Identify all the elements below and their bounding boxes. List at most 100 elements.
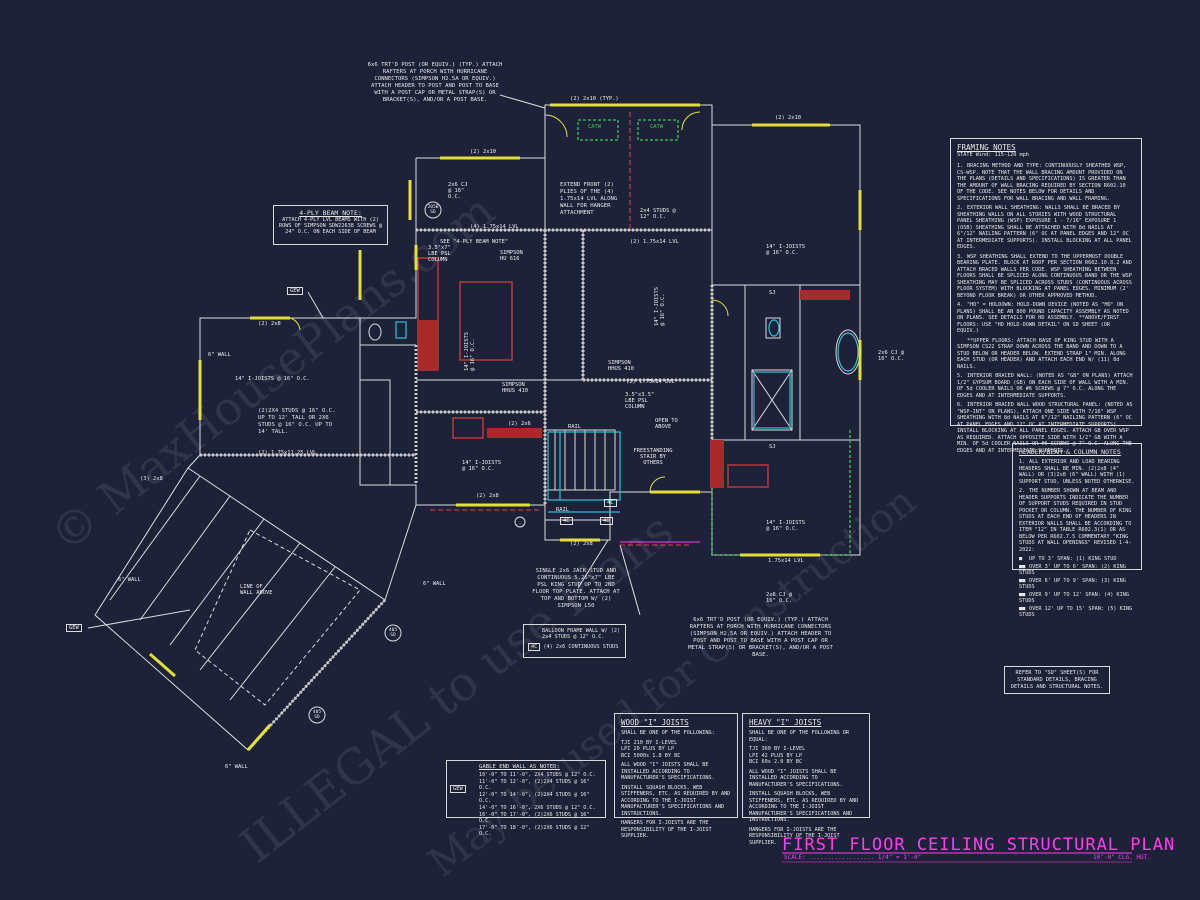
cabinet-fill bbox=[800, 290, 850, 300]
framing-note: **UPPER FLOORS: ATTACH BASE OF KING STUD… bbox=[957, 338, 1135, 371]
beam-note-text: ATTACH 4-PLY LVL BEAMS WITH (2) ROWS OF … bbox=[278, 217, 383, 236]
note-number: 2. bbox=[1019, 488, 1026, 494]
note-text: INTERIOR BRACED WALL: (NOTED AS "GB" ON … bbox=[957, 373, 1133, 399]
lvl-label: (4) 1.75x14 LVL bbox=[470, 224, 519, 230]
tag-4c: 4C bbox=[560, 517, 573, 525]
note-number: 1. bbox=[1019, 459, 1026, 465]
sheet-title: FIRST FLOOR CEILING STRUCTURAL PLAN bbox=[782, 835, 1176, 855]
joist-label: 14" I-JOISTS @ 16" O.C. bbox=[464, 332, 476, 371]
catw-label: CATW bbox=[588, 124, 601, 130]
psl-column-label: 3.5"x7" LBE PSL COLUMN bbox=[428, 245, 451, 263]
header-label: (2) 2x6 bbox=[508, 421, 531, 427]
leader-line bbox=[619, 544, 641, 616]
wood-joists-item: ALL WOOD "I" JOISTS SHALL BE INSTALLED A… bbox=[621, 762, 715, 781]
note-number: 2. bbox=[957, 205, 964, 211]
section-marker bbox=[308, 706, 326, 724]
note-text: ALL EXTERIOR AND LOAD BEARING HEADERS SH… bbox=[1019, 459, 1135, 485]
header-label: (2) 2x8 bbox=[476, 493, 499, 499]
garage-inner-wall bbox=[194, 529, 361, 706]
catw-label: CATW bbox=[650, 124, 663, 130]
framing-note: 5.INTERIOR BRACED WALL: (NOTED AS "GB" O… bbox=[957, 373, 1135, 399]
header-label: (2) 2x8 bbox=[570, 541, 593, 547]
garage-line bbox=[229, 566, 336, 701]
section-tag: 405 SD bbox=[312, 710, 322, 720]
king-stud-text: OVER 3' UP TO 6' SPAN: (2) KING STUDS bbox=[1019, 563, 1126, 577]
jack-stud-note: SINGLE 2x6 JACK STUD AND CONTINUOUS 5.25… bbox=[532, 568, 620, 609]
wall-label: 6" WALL bbox=[225, 764, 248, 770]
tag-4c: 4C bbox=[604, 499, 617, 507]
legend-box: BALLOON FRAME WALL W/ (2) 2x4 STUDS @ 12… bbox=[523, 624, 626, 658]
sj-label: SJ bbox=[769, 444, 776, 450]
framing-note: 1.BRACING METHOD AND TYPE: CONTINUOUSLY … bbox=[957, 163, 1135, 202]
extend-front-note: EXTEND FRONT (2) PLIES OF THE (4) 1.75x1… bbox=[560, 182, 618, 216]
toilet-cyan bbox=[768, 319, 780, 337]
refer-note-text: REFER TO "SD" SHEET(S) FOR STANDARD DETA… bbox=[1010, 670, 1104, 690]
green-ceiling-small bbox=[577, 119, 619, 141]
framing-note: 3.WSP SHEATHING SHALL EXTEND TO THE UPPE… bbox=[957, 254, 1135, 300]
green-ceiling-small bbox=[637, 119, 679, 141]
note-text: "HD" = HOLDOWN: HOLD-DOWN DEVICE (NOTED … bbox=[957, 302, 1129, 334]
simpson-label: SIMPSON HHUS 410 bbox=[502, 382, 528, 394]
king-stud-row: ■UP TO 3' SPAN: (1) KING STUD bbox=[1019, 556, 1135, 563]
king-stud-text: OVER 9' UP TO 12' SPAN: (4) KING STUDS bbox=[1019, 591, 1129, 605]
note-number: 3. bbox=[957, 253, 964, 260]
door-swing bbox=[711, 299, 729, 317]
wood-joist-option: BCI 5000s 1.8 BY BC bbox=[621, 752, 681, 759]
ceiling-joist-label: 2x6 CJ @ 16" O.C. bbox=[878, 350, 904, 362]
note-text: EXTERIOR WALL SHEATHING: WALLS SHALL BE … bbox=[957, 205, 1132, 250]
door-swing bbox=[289, 317, 301, 331]
header-label: (2) 2x10 bbox=[775, 115, 801, 121]
header-label: (2) 2x10 (TYP.) bbox=[570, 96, 619, 102]
joist-label: 14" I-JOISTS @ 16" O.C. bbox=[654, 287, 666, 326]
note-number: 6. bbox=[957, 402, 964, 408]
door-swing bbox=[649, 476, 666, 493]
note-text: **UPPER FLOORS: ATTACH BASE OF KING STUD… bbox=[957, 337, 1126, 370]
note-number: 4. bbox=[957, 302, 964, 308]
shower-diagonal bbox=[751, 369, 793, 431]
king-stud-marker: ■■ bbox=[1019, 591, 1026, 598]
framing-note: 2.EXTERIOR WALL SHEATHING: WALLS SHALL B… bbox=[957, 205, 1135, 251]
refer-note-box: REFER TO "SD" SHEET(S) FOR STANDARD DETA… bbox=[1004, 666, 1110, 694]
section-marker bbox=[514, 516, 526, 528]
sink-cyan bbox=[395, 321, 407, 339]
shower-cyan bbox=[753, 371, 791, 429]
wood-joists-box: WOOD "I" JOISTS SHALL BE ONE OF THE FOLL… bbox=[614, 713, 738, 839]
heavy-joist-option: TJI 360 BY I-LEVEL bbox=[749, 746, 806, 752]
header-label: (2) 2x10 bbox=[470, 149, 496, 155]
wood-joists-lead: SHALL BE ONE OF THE FOLLOWING: bbox=[621, 730, 715, 736]
heavy-joist-option: LPI 42 PLUS BY LP bbox=[749, 752, 803, 759]
king-stud-text: OVER 12' UP TO 15' SPAN: (5) KING STUDS bbox=[1019, 605, 1133, 619]
lvl-label: (2) 1.75x14 LVL bbox=[630, 239, 679, 245]
garage-line bbox=[109, 475, 201, 601]
king-stud-row: ■■OVER 12' UP TO 15' SPAN: (5) KING STUD… bbox=[1019, 606, 1135, 619]
ceiling-height: 10'-0" CLG. HGT. bbox=[1093, 854, 1151, 861]
simpson-label: SIMPSON HHUS 410 bbox=[608, 360, 634, 372]
wall-label: 6" WALL bbox=[423, 581, 446, 587]
green-ceiling-outline bbox=[711, 430, 851, 556]
king-stud-text: OVER 6' UP TO 9' SPAN: (3) KING STUDS bbox=[1019, 577, 1126, 591]
lvl-label: 1.75x14 LVL bbox=[768, 558, 804, 564]
wood-joist-option: LPI 20 PLUS BY LP bbox=[621, 746, 675, 752]
leader-line bbox=[499, 94, 546, 109]
gable-tag: GEW bbox=[450, 785, 466, 793]
header-label: (3) 2x8 bbox=[140, 476, 163, 482]
open-above-label: OPEN TO ABOVE bbox=[655, 418, 678, 430]
door-swing bbox=[681, 111, 701, 131]
beam-note-box: 4-PLY BEAM NOTE: ATTACH 4-PLY LVL BEAMS … bbox=[273, 205, 388, 245]
heavy-joists-list: TJI 360 BY I-LEVEL LPI 42 PLUS BY LP BCI… bbox=[749, 746, 863, 766]
joist-label: 14" I-JOISTS @ 16" O.C. bbox=[766, 520, 805, 532]
yellow-header bbox=[149, 652, 176, 678]
wc-outline bbox=[765, 317, 781, 339]
garage-line bbox=[139, 495, 231, 621]
section-marker bbox=[384, 624, 402, 642]
fireplace bbox=[452, 417, 484, 439]
framing-notes-subtitle: STATE Wind: 115-120 mph bbox=[957, 152, 1029, 158]
legend-balloon: BALLOON FRAME WALL W/ (2) 2x4 STUDS @ 12… bbox=[542, 628, 621, 640]
framing-notes-title: FRAMING NOTES bbox=[957, 143, 1016, 152]
heavy-joists-item: HANGERS FOR I-JOISTS ARE THE RESPONSIBIL… bbox=[749, 826, 840, 846]
top-post-note: 6x6 TRT'D POST (OR EQUIV.) (TYP.) ATTACH… bbox=[367, 62, 503, 103]
joist-label: 14" I-JOISTS @ 16" O.C. bbox=[235, 376, 310, 382]
wall-line bbox=[384, 504, 417, 601]
counter-fill bbox=[418, 320, 438, 370]
gew-tag: GEW bbox=[287, 287, 303, 295]
